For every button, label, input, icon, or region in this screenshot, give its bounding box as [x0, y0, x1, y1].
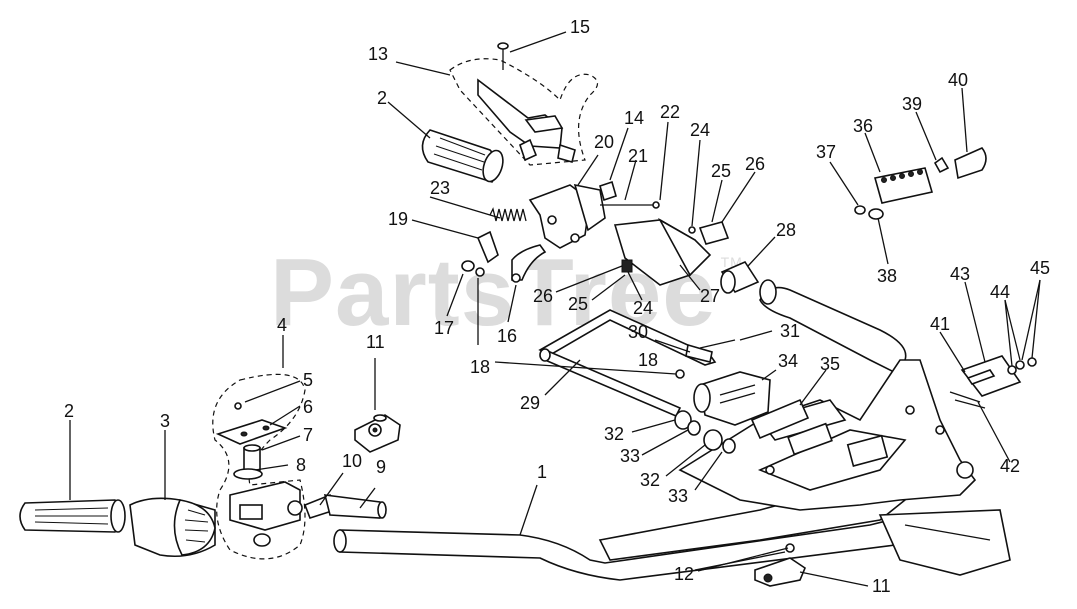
callout-37: 37 — [816, 142, 836, 162]
callout-45: 45 — [1030, 258, 1050, 278]
callout-38: 38 — [877, 266, 897, 286]
callout-17: 17 — [434, 318, 454, 338]
terminal-block-parts — [854, 147, 987, 220]
callout-30: 30 — [628, 322, 648, 342]
callout-11-lower: 11 — [872, 576, 891, 596]
callout-41: 41 — [930, 314, 950, 334]
callout-12: 12 — [674, 564, 694, 584]
callout-26-upper: 26 — [745, 154, 765, 174]
callout-14: 14 — [624, 108, 644, 128]
callout-32-left: 32 — [604, 424, 624, 444]
callout-25-lower: 25 — [568, 294, 588, 314]
callout-19: 19 — [388, 209, 408, 229]
callout-8: 8 — [296, 455, 306, 475]
pivot-block-lower — [754, 543, 806, 587]
callout-13: 13 — [368, 44, 388, 64]
callout-5: 5 — [303, 370, 313, 390]
callout-6: 6 — [303, 397, 313, 417]
callout-1: 1 — [537, 462, 547, 482]
callout-24-lower: 24 — [633, 298, 653, 318]
callout-10: 10 — [342, 451, 362, 471]
callout-43: 43 — [950, 264, 970, 284]
callout-24-upper: 24 — [690, 120, 710, 140]
callout-16: 16 — [497, 326, 517, 346]
callout-26-lower: 26 — [533, 286, 553, 306]
left-grip-assembly — [19, 373, 306, 560]
callout-25-upper: 25 — [711, 161, 731, 181]
console-frame — [678, 359, 1011, 576]
callout-2-grip-left: 2 — [64, 401, 74, 421]
callout-18-left: 18 — [470, 357, 490, 377]
callout-35: 35 — [820, 354, 840, 374]
callout-labels: 1 2 2 3 4 5 6 7 8 9 10 11 11 12 13 14 15… — [64, 17, 1050, 596]
callout-7: 7 — [303, 425, 313, 445]
callout-29: 29 — [520, 393, 540, 413]
callout-27: 27 — [700, 286, 720, 306]
callout-15: 15 — [570, 17, 590, 37]
callout-18-center: 18 — [638, 350, 658, 370]
pivot-block-upper — [354, 414, 401, 453]
mounting-bracket — [949, 355, 1037, 409]
leader-lines — [69, 31, 1041, 587]
callout-28: 28 — [776, 220, 796, 240]
callout-4: 4 — [277, 315, 287, 335]
control-lever-assembly — [421, 42, 660, 283]
callout-44: 44 — [990, 282, 1010, 302]
callout-9: 9 — [376, 457, 386, 477]
callout-31: 31 — [780, 321, 800, 341]
callout-33-right: 33 — [668, 486, 688, 506]
callout-40: 40 — [948, 70, 968, 90]
callout-21: 21 — [628, 146, 648, 166]
callout-32-right: 32 — [640, 470, 660, 490]
center-parts — [674, 339, 810, 454]
callout-39: 39 — [902, 94, 922, 114]
callout-20: 20 — [594, 132, 614, 152]
callout-23: 23 — [430, 178, 450, 198]
callout-22: 22 — [660, 102, 680, 122]
callout-2-grip-upper: 2 — [377, 88, 387, 108]
callout-36: 36 — [853, 116, 873, 136]
callout-42: 42 — [1000, 456, 1020, 476]
callout-11-upper: 11 — [366, 332, 385, 352]
switch-housing — [613, 217, 760, 294]
callout-3: 3 — [160, 411, 170, 431]
callout-33-left: 33 — [620, 446, 640, 466]
callout-34: 34 — [778, 351, 798, 371]
cable-end-parts — [303, 493, 387, 519]
